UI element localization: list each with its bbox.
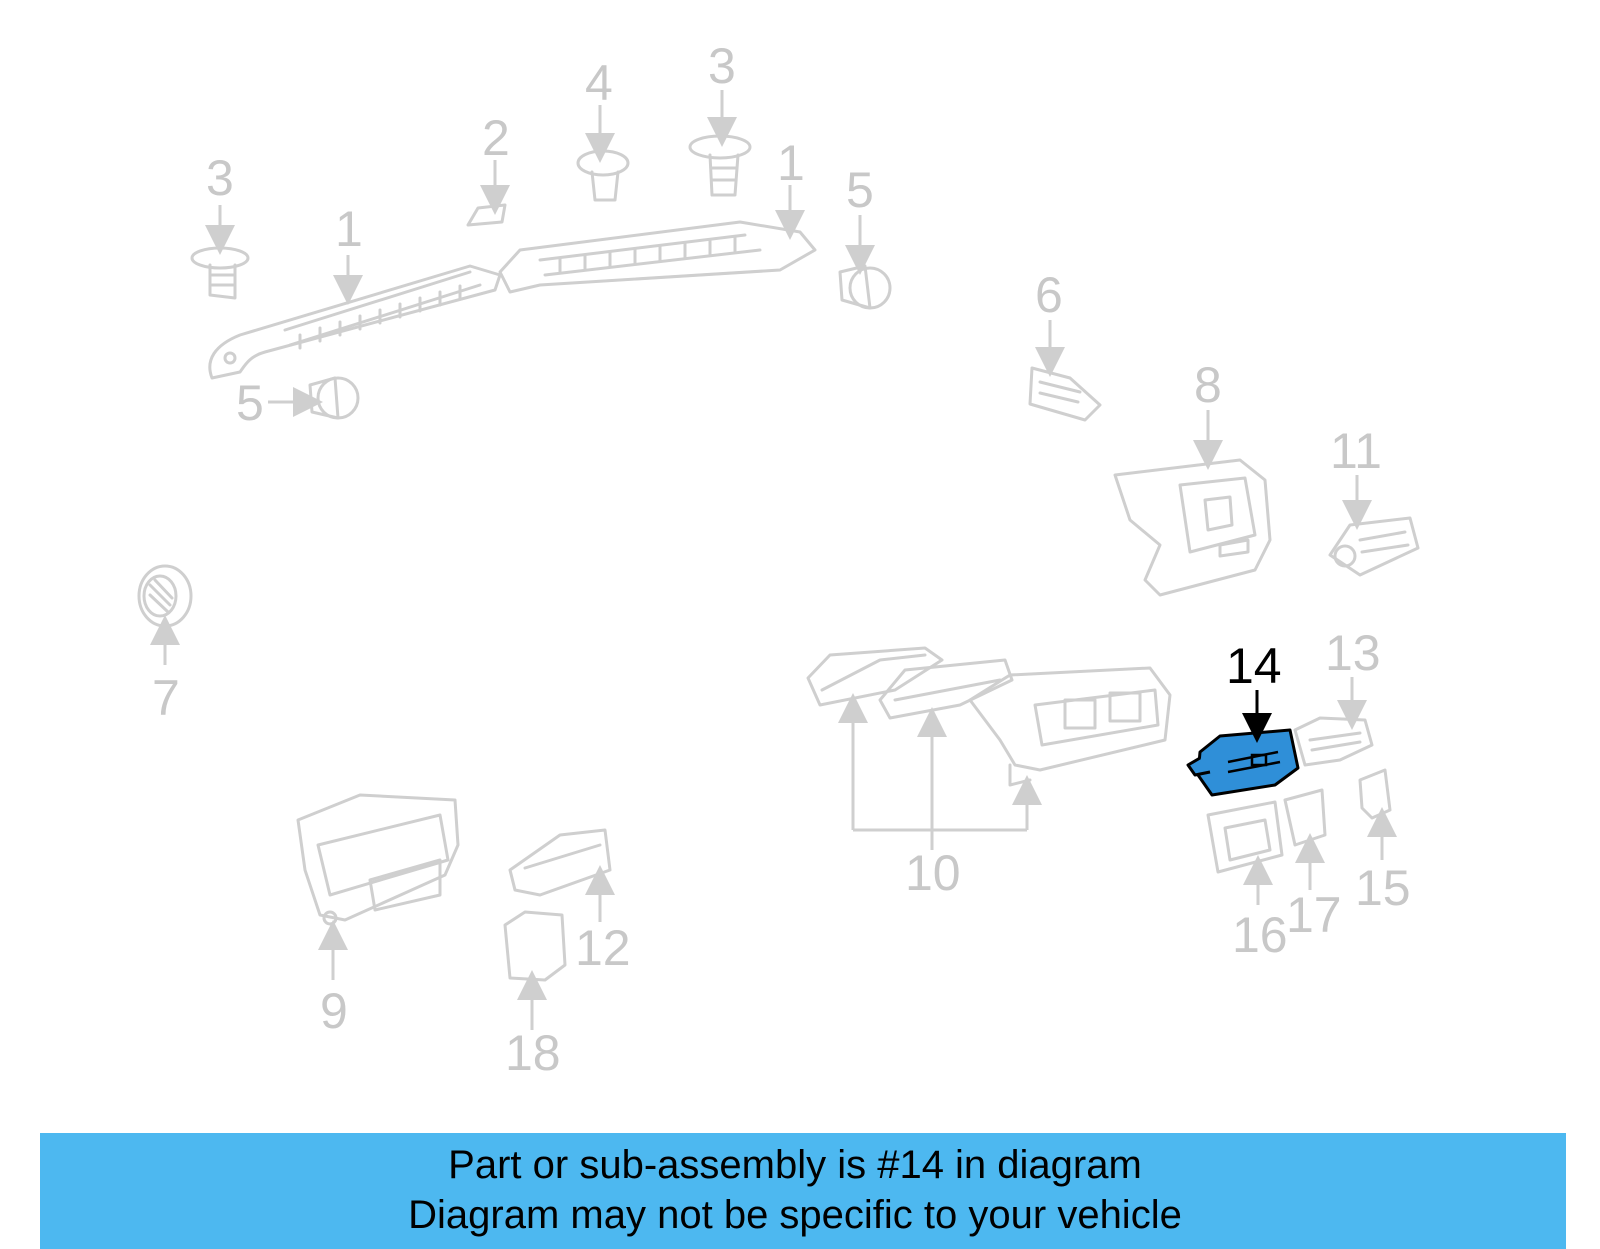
- part-10-vent-c: [968, 666, 1172, 787]
- part-3-screw-right: [688, 134, 752, 197]
- part-10-vent-b: [878, 658, 1014, 720]
- part-7-round-vent: [137, 564, 193, 628]
- callout-7: 7: [152, 670, 180, 726]
- callout-3-right: 3: [708, 38, 736, 94]
- part-1-duct-right: [498, 220, 817, 294]
- callout-16: 16: [1232, 907, 1288, 963]
- part-1-duct-left: [208, 264, 502, 380]
- callout-8: 8: [1194, 357, 1222, 413]
- callout-13: 13: [1325, 625, 1381, 681]
- callout-14: 14: [1226, 638, 1282, 694]
- part-5-grommet-right: [838, 264, 892, 310]
- part-8-bezel: [1113, 458, 1272, 597]
- info-banner: Part or sub-assembly is #14 in diagram D…: [40, 1133, 1566, 1249]
- callout-2: 2: [482, 110, 510, 166]
- banner-disclaimer-text: Diagram may not be specific to your vehi…: [408, 1193, 1182, 1237]
- part-10-vent-a: [806, 646, 944, 707]
- part-17-bracket: [1283, 788, 1327, 847]
- callout-6: 6: [1035, 267, 1063, 323]
- callout-12: 12: [575, 920, 631, 976]
- callout-9: 9: [320, 983, 348, 1039]
- part-6-vent-small: [1028, 366, 1102, 422]
- callout-10: 10: [905, 845, 961, 901]
- callout-4: 4: [585, 55, 613, 111]
- part-14-highlighted-vent[interactable]: [1186, 728, 1300, 797]
- callout-3-left: 3: [206, 150, 234, 206]
- callout-1-left: 1: [335, 201, 363, 257]
- part-13-vent: [1293, 716, 1374, 767]
- callout-5-left: 5: [236, 375, 264, 431]
- part-2-clip: [466, 203, 507, 227]
- part-5-grommet-left: [308, 376, 360, 420]
- part-12-vent-long: [508, 828, 612, 897]
- part-16-panel: [1206, 800, 1284, 874]
- part-15-bracket: [1358, 768, 1392, 820]
- leader-arrows: [150, 90, 1397, 1030]
- banner-part-text: Part or sub-assembly is #14 in diagram: [448, 1143, 1142, 1187]
- callout-18: 18: [505, 1025, 561, 1081]
- callout-11: 11: [1330, 423, 1382, 479]
- callout-labels: 1 1 2 3 3 4 5 5 6 7 8 9 10 11 12 13 14 1…: [152, 38, 1411, 1081]
- part-18-cap: [503, 910, 567, 982]
- part-9-center-vent-assy: [296, 793, 460, 926]
- part-4-clip: [576, 149, 630, 202]
- part-3-screw-left: [190, 246, 250, 300]
- callout-1-right: 1: [777, 135, 805, 191]
- callout-15: 15: [1355, 860, 1411, 916]
- callout-5-right: 5: [846, 162, 874, 218]
- callout-17: 17: [1286, 887, 1342, 943]
- part-11-vent: [1328, 516, 1420, 577]
